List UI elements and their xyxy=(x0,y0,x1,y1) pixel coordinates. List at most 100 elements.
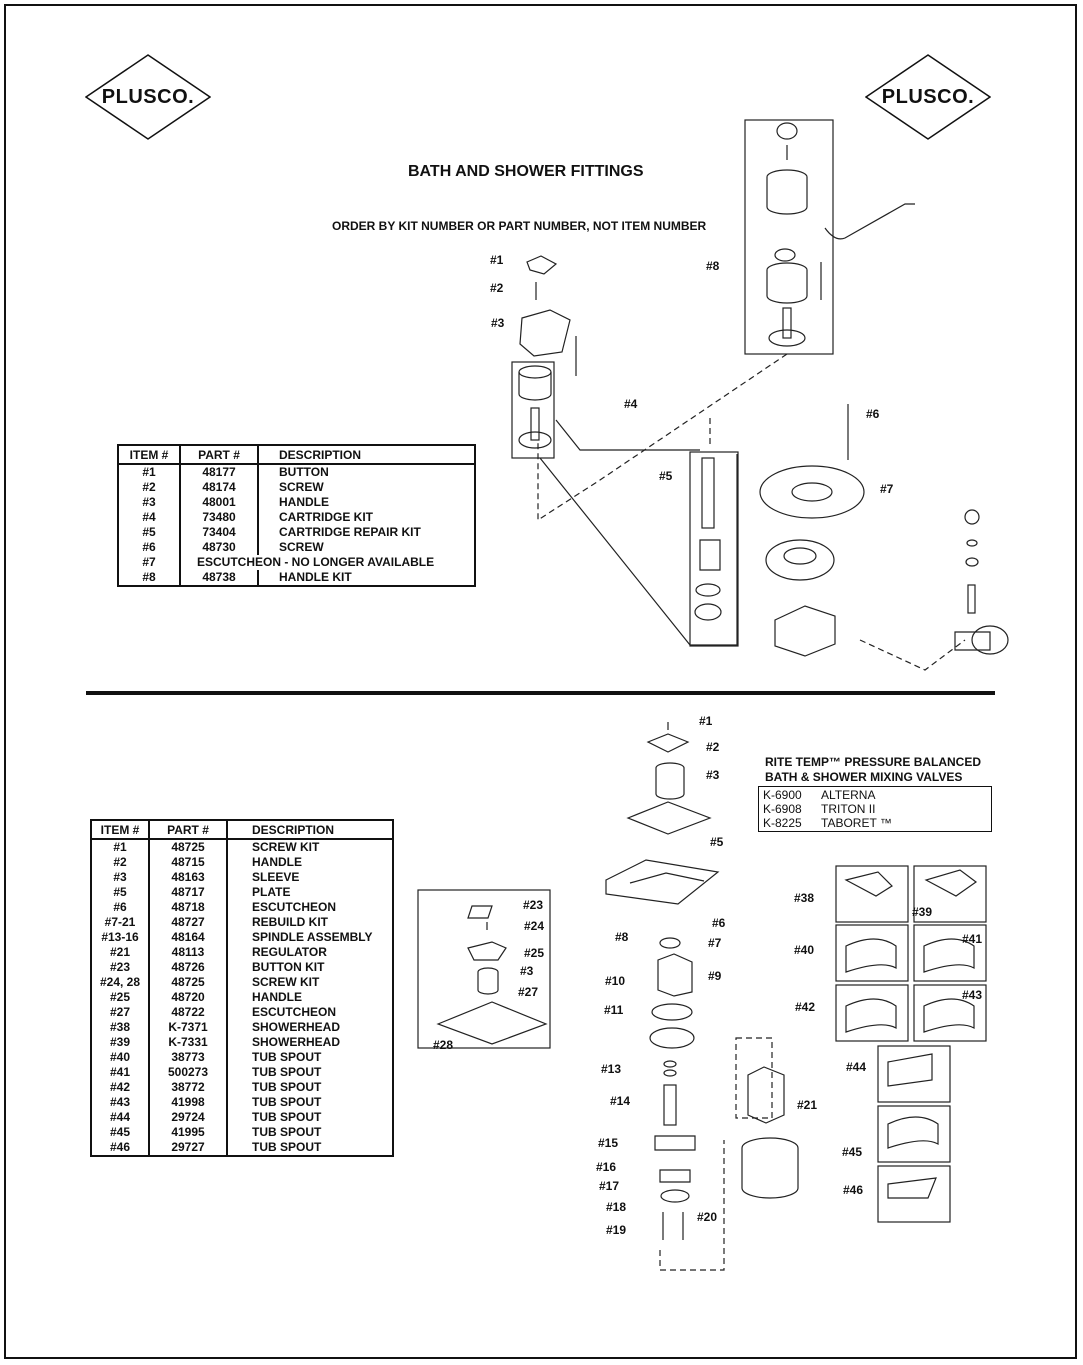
cell-description: SCREW KIT xyxy=(252,840,320,854)
cell-description: SHOWERHEAD xyxy=(252,1020,341,1034)
cartridge-box xyxy=(511,361,555,459)
callout-label: #41 xyxy=(962,932,983,946)
callout-label: #5 xyxy=(659,469,673,483)
callout-label: #8 xyxy=(706,259,720,273)
callout-label: #6 xyxy=(866,407,880,421)
cell-part: 48720 xyxy=(149,990,228,1005)
callout-label: #2 xyxy=(490,281,504,295)
cell-part: 41998 xyxy=(149,1095,228,1110)
cell-item: #40 xyxy=(91,1050,150,1065)
col-description: DESCRIPTION xyxy=(258,445,475,465)
cell-description: REBUILD KIT xyxy=(252,915,328,929)
cell-description: TUB SPOUT xyxy=(252,1140,322,1154)
callout-label: #42 xyxy=(795,1000,816,1014)
col-item: ITEM # xyxy=(118,445,181,465)
cell-description: HANDLE xyxy=(252,855,302,869)
cell-part: 48163 xyxy=(149,870,228,885)
col-part: PART # xyxy=(149,820,228,840)
callout-label: #46 xyxy=(843,1183,864,1197)
cell-description: SLEEVE xyxy=(252,870,300,884)
handle-kit-box xyxy=(744,119,834,355)
cell-part: K-7331 xyxy=(149,1035,228,1050)
callout-label: #5 xyxy=(710,835,724,849)
cell-description: TUB SPOUT xyxy=(252,1125,322,1139)
cell-part: 500273 xyxy=(149,1065,228,1080)
cell-part: 41995 xyxy=(149,1125,228,1140)
callout-label: #8 xyxy=(615,930,629,944)
inset-handle-box xyxy=(417,889,551,1049)
callout-label: #25 xyxy=(524,946,545,960)
cell-part: 48725 xyxy=(149,975,228,990)
order-instructions: ORDER BY KIT NUMBER OR PART NUMBER, NOT … xyxy=(332,219,707,233)
callout-label: #1 xyxy=(699,714,713,728)
cell-part: 48717 xyxy=(149,885,228,900)
cell-description: REGULATOR xyxy=(252,945,327,959)
cartridge-repair-box xyxy=(689,451,739,647)
cell-part: 48725 xyxy=(149,839,228,855)
cell-description: TUB SPOUT xyxy=(252,1110,322,1124)
cell-item: #42 xyxy=(91,1080,150,1095)
callout-label: #9 xyxy=(708,969,722,983)
callout-label: #4 xyxy=(624,397,638,411)
cell-item: #45 xyxy=(91,1125,150,1140)
cell-part: 38772 xyxy=(149,1080,228,1095)
cell-part: 48726 xyxy=(149,960,228,975)
escutcheon-part xyxy=(759,465,865,519)
cell-part: 29724 xyxy=(149,1110,228,1125)
cell-description: SPINDLE ASSEMBLY xyxy=(252,930,373,944)
button-part xyxy=(526,255,558,275)
callout-label: #44 xyxy=(846,1060,867,1074)
cell-item: #24, 28 xyxy=(91,975,150,990)
cell-part: 29727 xyxy=(149,1140,228,1156)
callout-label: #21 xyxy=(797,1098,818,1112)
callout-label: #3 xyxy=(706,768,720,782)
cell-description: ESCUTCHEON xyxy=(252,900,337,914)
cell-description: PLATE xyxy=(252,885,291,899)
callout-label: #3 xyxy=(520,964,534,978)
cell-item: #39 xyxy=(91,1035,150,1050)
handle-part xyxy=(519,309,571,357)
cell-description: TUB SPOUT xyxy=(252,1095,322,1109)
callout-label: #45 xyxy=(842,1145,863,1159)
page-title: BATH AND SHOWER FITTINGS xyxy=(408,163,644,180)
callout-label: #1 xyxy=(490,253,504,267)
callout-label: #3 xyxy=(491,316,505,330)
callout-label: #15 xyxy=(598,1136,619,1150)
plusco-logo-right: PLUSCO. xyxy=(865,54,991,140)
cell-part: 48718 xyxy=(149,900,228,915)
col-item: ITEM # xyxy=(91,820,150,840)
cell-item: #13-16 xyxy=(91,930,150,945)
cell-description: ESCUTCHEON xyxy=(252,1005,337,1019)
callout-label: #10 xyxy=(605,974,626,988)
callout-label: #27 xyxy=(518,985,539,999)
cell-item: #23 xyxy=(91,960,150,975)
cell-description: TUB SPOUT xyxy=(252,1050,322,1064)
callout-label: #23 xyxy=(523,898,544,912)
cell-item: #27 xyxy=(91,1005,150,1020)
callout-label: #40 xyxy=(794,943,815,957)
section-divider xyxy=(86,691,995,695)
callout-label: #24 xyxy=(524,919,545,933)
cell-item: #5 xyxy=(91,885,150,900)
cell-item: #3 xyxy=(91,870,150,885)
callout-label: #39 xyxy=(912,905,933,919)
